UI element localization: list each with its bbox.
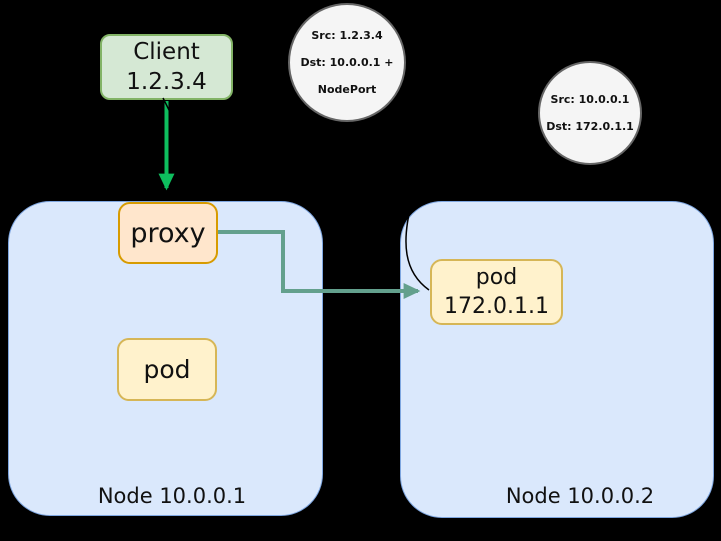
pod2-label: pod <box>475 265 518 290</box>
client-box: Client 1.2.3.4 <box>100 34 233 100</box>
pod1-label: pod <box>143 355 191 384</box>
pod-box-node1: pod <box>117 338 217 401</box>
packet2-dst: Dst: 172.0.1.1 <box>546 120 634 133</box>
node-2-box <box>400 201 714 518</box>
packet1-port: NodePort <box>317 83 377 96</box>
node-2-label: Node 10.0.0.2 <box>505 484 655 508</box>
packet1-dst: Dst: 10.0.0.1 + <box>300 56 394 69</box>
node-1-label: Node 10.0.0.1 <box>97 484 247 508</box>
pod2-ip: 172.0.1.1 <box>444 294 549 319</box>
arrow-tail-tick <box>162 97 171 113</box>
packet-bubble-rewritten: Src: 10.0.0.1 Dst: 172.0.1.1 <box>538 61 642 165</box>
client-ip: 1.2.3.4 <box>126 69 207 95</box>
packet-bubble-nodeport: Src: 1.2.3.4 Dst: 10.0.0.1 + NodePort <box>288 3 406 122</box>
client-name: Client <box>133 39 200 65</box>
packet2-src: Src: 10.0.0.1 <box>550 93 630 106</box>
pod-box-node2: pod 172.0.1.1 <box>430 259 563 325</box>
packet1-src: Src: 1.2.3.4 <box>311 29 383 42</box>
proxy-box: proxy <box>118 202 218 264</box>
proxy-label: proxy <box>130 217 206 249</box>
